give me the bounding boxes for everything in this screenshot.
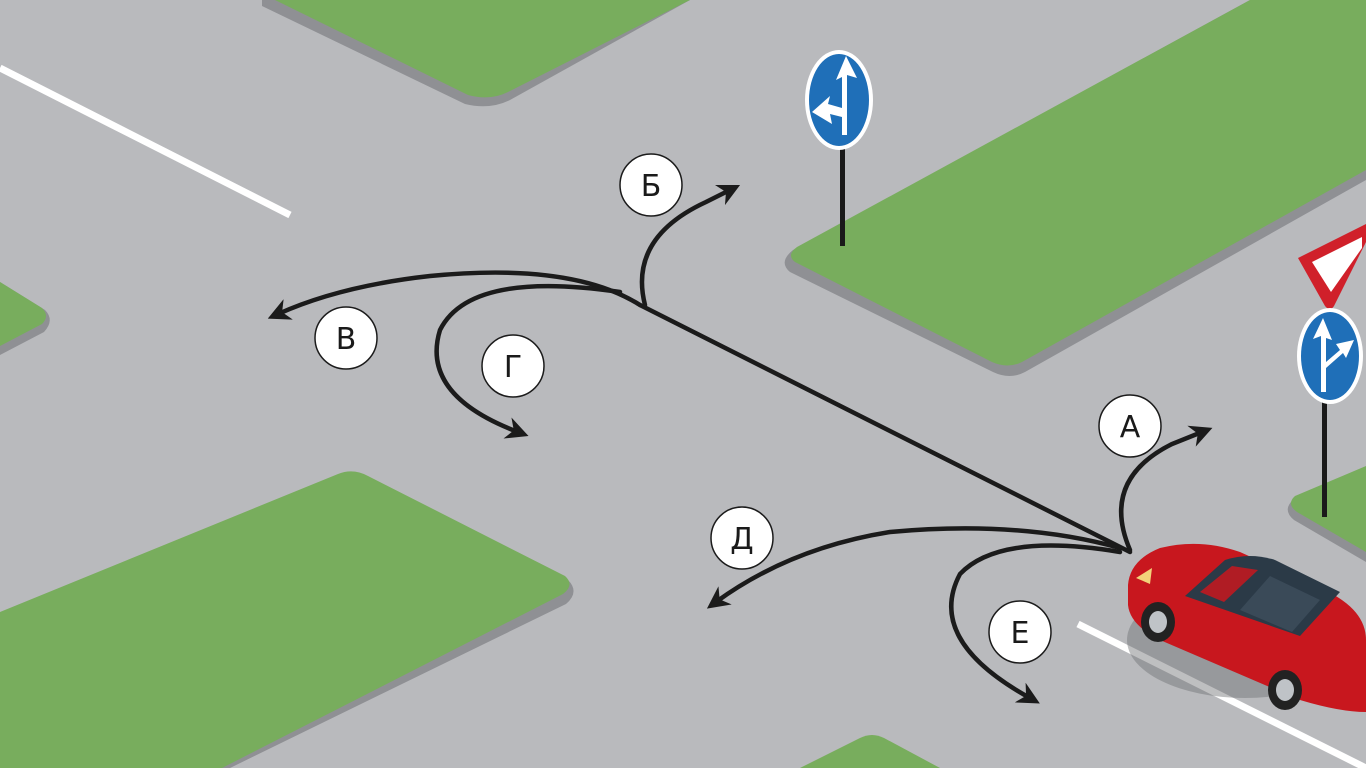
svg-text:Б: Б	[641, 169, 662, 204]
grass-block-bottom	[800, 735, 940, 768]
route-arrow-a	[1119, 425, 1213, 553]
lane-marking-bottom-right	[1076, 620, 1366, 768]
svg-text:Д: Д	[730, 522, 753, 557]
grass-block-top-right	[784, 0, 1366, 376]
straight-or-left-sign	[805, 50, 873, 246]
grass-block-left	[0, 282, 50, 355]
route-label-a: А	[1098, 394, 1162, 458]
route-arrow-e	[949, 543, 1123, 704]
svg-text:Г: Г	[504, 350, 522, 385]
route-label-e: Е	[988, 600, 1052, 664]
yield-sign	[1298, 224, 1366, 309]
straight-or-right-sign	[1297, 308, 1363, 404]
route-label-v: В	[314, 306, 378, 370]
lane-marking-top-left	[0, 64, 292, 219]
route-arrow-b	[639, 184, 741, 308]
svg-text:Е: Е	[1011, 616, 1030, 651]
grass-block-top	[262, 0, 690, 107]
route-label-b: Б	[619, 153, 683, 217]
right-sign-post	[1322, 395, 1327, 517]
route-arrow-main-stem	[637, 302, 1133, 555]
svg-text:В: В	[336, 322, 357, 357]
route-label-d: Д	[710, 506, 774, 570]
red-car	[1127, 543, 1366, 712]
route-arrow-d	[706, 526, 1123, 609]
route-arrows	[267, 184, 1213, 704]
route-label-g: Г	[481, 334, 545, 398]
svg-text:А: А	[1120, 410, 1141, 445]
grass-block-bottom-left	[0, 471, 574, 768]
route-arrow-v	[267, 270, 643, 320]
route-arrow-g	[434, 283, 623, 439]
